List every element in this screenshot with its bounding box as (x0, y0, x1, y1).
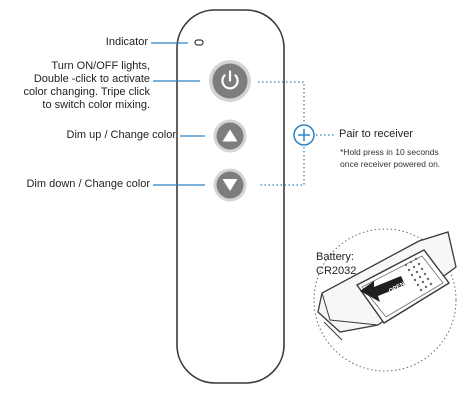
pair-connector (258, 81, 305, 186)
power-label-line3: color changing. Tripe click (23, 86, 150, 98)
pair-label: Pair to receiver (339, 128, 413, 140)
battery-label-line1: Battery: (316, 251, 354, 263)
dim-down-button (213, 168, 247, 202)
plus-circle-icon (293, 124, 315, 146)
pair-note-line1: *Hold press in 10 seconds (340, 147, 439, 157)
indicator-led (194, 39, 204, 46)
power-label-line2: Double -click to activate (33, 73, 150, 85)
power-label-line4: to switch color mixing. (42, 99, 150, 111)
pair-note-line2: once receiver powered on. (340, 159, 441, 169)
battery-detail: OPEN (313, 228, 457, 372)
battery-label: Battery: CR2032 (316, 250, 356, 278)
power-label: Turn ON/OFF lights, Double -click to act… (23, 60, 150, 112)
power-icon (221, 70, 239, 90)
power-button (209, 60, 251, 102)
triangle-down-icon (222, 179, 238, 191)
dim-down-label: Dim down / Change color (26, 178, 150, 190)
arrow-left-icon (360, 276, 405, 302)
dim-up-label: Dim up / Change color (66, 129, 176, 141)
triangle-up-icon (222, 129, 238, 142)
power-label-line1: Turn ON/OFF lights, (51, 60, 150, 72)
dim-up-button (213, 119, 247, 153)
grip-texture (404, 257, 433, 292)
pair-note: *Hold press in 10 seconds once receiver … (340, 146, 440, 170)
battery-label-line2: CR2032 (316, 265, 357, 277)
indicator-label: Indicator (105, 36, 148, 48)
